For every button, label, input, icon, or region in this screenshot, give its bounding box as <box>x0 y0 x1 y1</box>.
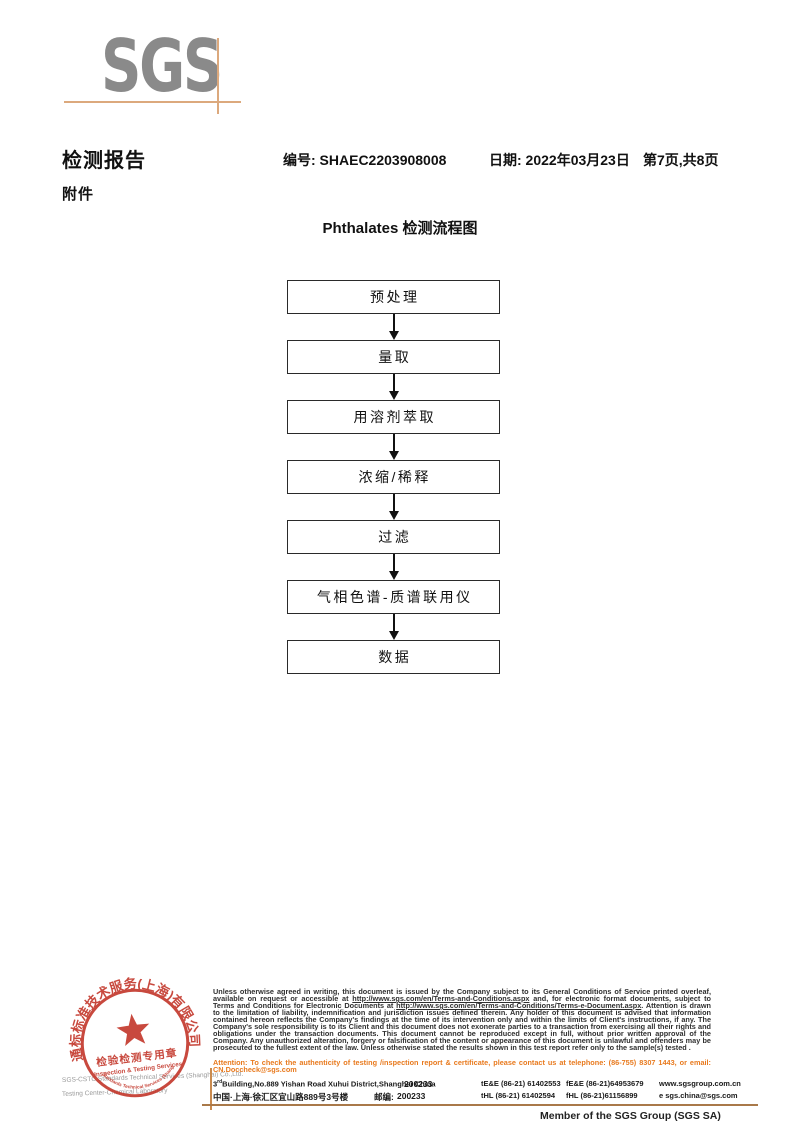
arrow-down-icon <box>287 374 500 400</box>
address-cn: 中国·上海·徐汇区宜山路889号3号楼 <box>213 1092 349 1102</box>
logo-vertical-line <box>217 38 219 114</box>
tel-ee: tE&E (86-21) 61402553 <box>481 1079 561 1088</box>
flowchart: 预处理 量取 用溶剂萃取 浓缩/稀释 过滤 气相色谱-质谱联用仪 数据 <box>287 280 500 674</box>
attention-text: Attention: To check the authenticity of … <box>213 1058 711 1074</box>
flowchart-title: Phthalates 检测流程图 <box>322 220 478 237</box>
postcode-cn-label: 邮编: <box>374 1092 394 1102</box>
address-en: 3rdBuilding,No.889 Yishan Road Xuhui Dis… <box>213 1079 436 1089</box>
flow-step-gcms: 气相色谱-质谱联用仪 <box>287 580 500 614</box>
arrow-down-icon <box>287 494 500 520</box>
disclaimer-text: Unless otherwise agreed in writing, this… <box>213 987 711 1052</box>
tel-hl: tHL (86-21) 61402594 <box>481 1091 556 1100</box>
seal-ring <box>80 988 190 1098</box>
report-number: 编号: SHAEC2203908008 <box>283 152 447 168</box>
fax-ee: fE&E (86-21)64953679 <box>566 1079 644 1088</box>
flow-step-measure: 量取 <box>287 340 500 374</box>
flow-step-filter: 过滤 <box>287 520 500 554</box>
postcode-cn: 200233 <box>397 1091 426 1101</box>
e-document-url: http://www.sgs.com/en/Terms-and-Conditio… <box>396 1001 642 1010</box>
arrow-down-icon <box>287 554 500 580</box>
arrow-down-icon <box>287 614 500 640</box>
report-title: 检测报告 <box>62 150 146 172</box>
report-date: 日期: 2022年03月23日 <box>489 152 630 168</box>
terms-url: http://www.sgs.com/en/Terms-and-Conditio… <box>352 994 530 1003</box>
flow-step-solvent-extraction: 用溶剂萃取 <box>287 400 500 434</box>
sgs-logo: SGS <box>101 24 223 108</box>
website: www.sgsgroup.com.cn <box>659 1079 741 1088</box>
email: e sgs.china@sgs.com <box>659 1091 738 1100</box>
arrow-down-icon <box>287 434 500 460</box>
footer-horizontal-line <box>202 1104 758 1106</box>
arrow-down-icon <box>287 314 500 340</box>
flow-step-data: 数据 <box>287 640 500 674</box>
flow-step-concentrate-dilute: 浓缩/稀释 <box>287 460 500 494</box>
flow-step-pretreatment: 预处理 <box>287 280 500 314</box>
attachment-label: 附件 <box>62 186 95 203</box>
seal-ring-text: 通标标准技术服务(上海)有限公司 <box>59 967 203 1063</box>
member-text: Member of the SGS Group (SGS SA) <box>540 1110 721 1122</box>
inspection-seal-stamp: 通标标准技术服务(上海)有限公司 SGS-CSTC Standards Tech… <box>56 964 203 1098</box>
fax-hl: fHL (86-21)61156899 <box>566 1091 638 1100</box>
star-icon <box>116 1013 150 1047</box>
logo-horizontal-line <box>64 101 241 103</box>
footer-vertical-line <box>210 1068 212 1110</box>
page-indicator: 第7页,共8页 <box>643 152 719 168</box>
postcode-en: 200233 <box>404 1079 433 1089</box>
